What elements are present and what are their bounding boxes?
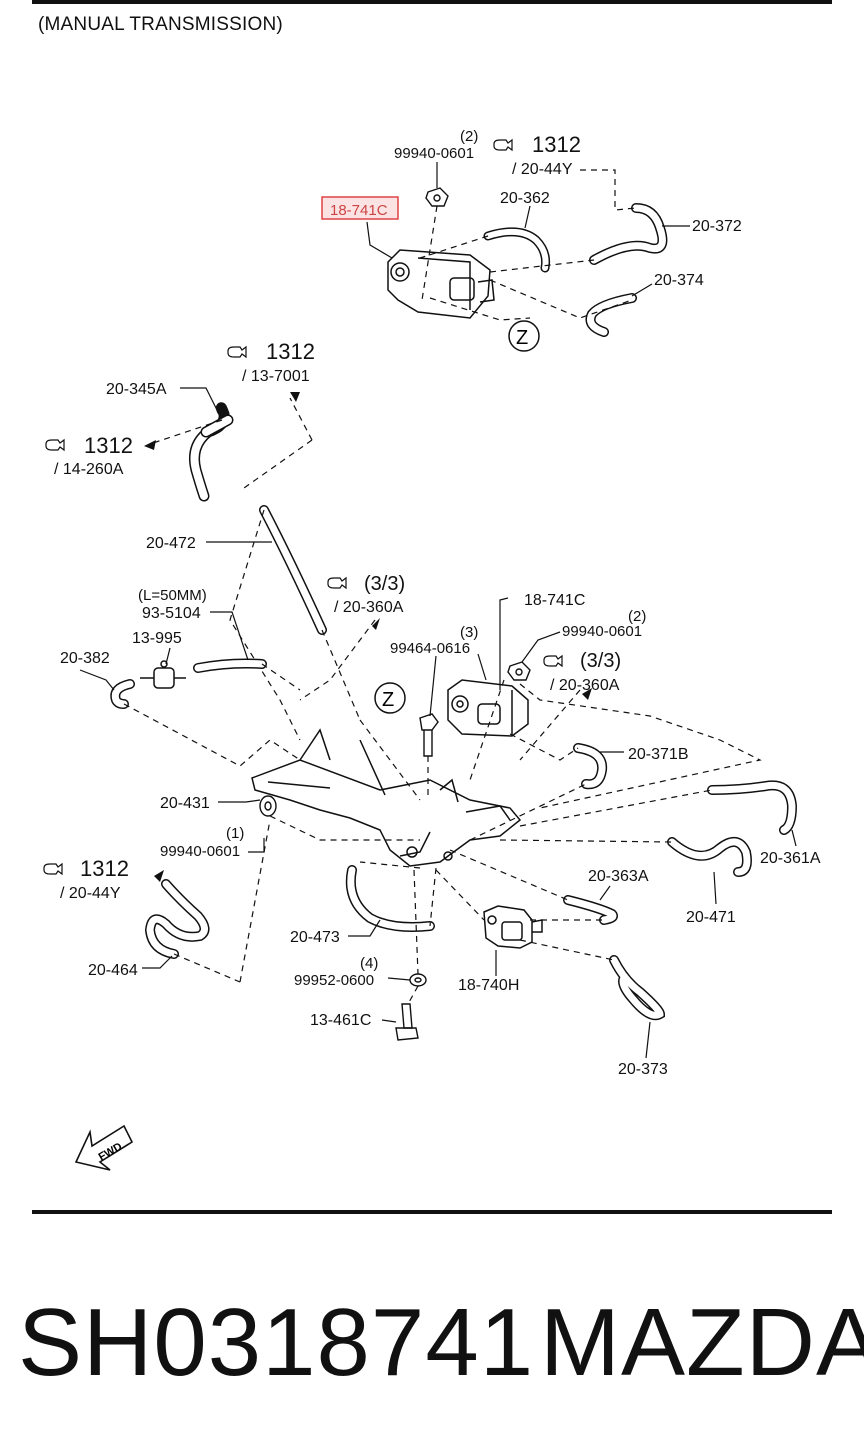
part-label-20-345A[interactable]: 20-345A bbox=[106, 381, 167, 398]
part-label-13-461C[interactable]: 13-461C bbox=[310, 1012, 371, 1029]
part-label-20-464[interactable]: 20-464 bbox=[88, 962, 138, 979]
nut-icon bbox=[425, 187, 449, 207]
part-label-20-373[interactable]: 20-373 bbox=[618, 1061, 668, 1078]
part-label-20-361A[interactable]: 20-361A bbox=[760, 850, 821, 867]
ref-label-1312[interactable]: 1312 bbox=[84, 433, 133, 458]
bracket-20-431[interactable] bbox=[251, 728, 522, 867]
zone-z-label: Z bbox=[516, 327, 528, 349]
part-label-20-471[interactable]: 20-471 bbox=[686, 909, 736, 926]
ref-label-3-3[interactable]: (3/3) bbox=[580, 650, 621, 672]
part-label-20-374[interactable]: 20-374 bbox=[654, 272, 704, 289]
part-label-20-473[interactable]: 20-473 bbox=[290, 929, 340, 946]
qty-label: (2) bbox=[628, 608, 646, 625]
reference-icon bbox=[43, 863, 63, 875]
reference-icon bbox=[327, 577, 347, 589]
qty-label: (1) bbox=[226, 825, 244, 842]
fwd-label: FWD bbox=[97, 1141, 125, 1164]
part-label-20-372[interactable]: 20-372 bbox=[692, 218, 742, 235]
ref-label-1312[interactable]: 1312 bbox=[532, 132, 581, 157]
ref-label-13-7001[interactable]: / 13-7001 bbox=[242, 368, 310, 385]
qty-label: (3) bbox=[460, 624, 478, 641]
part-label-93-5104[interactable]: 93-5104 bbox=[142, 605, 201, 622]
part-label-99940-0601[interactable]: 99940-0601 bbox=[562, 623, 642, 640]
note-length: (L=50MM) bbox=[138, 587, 207, 604]
ref-label-20-360A[interactable]: / 20-360A bbox=[334, 599, 404, 616]
reference-icon bbox=[543, 655, 563, 667]
top-rule bbox=[32, 0, 832, 4]
ref-label-20-44Y[interactable]: / 20-44Y bbox=[60, 885, 121, 902]
fwd-arrow-icon bbox=[74, 1124, 134, 1171]
bottom-rule bbox=[32, 1210, 832, 1214]
hose-20-473[interactable] bbox=[345, 865, 435, 932]
diagram-caption: (MANUAL TRANSMISSION) bbox=[38, 14, 283, 35]
zone-z-label: Z bbox=[382, 689, 394, 711]
ref-label-20-360A[interactable]: / 20-360A bbox=[550, 677, 620, 694]
part-label-18-741C[interactable]: 18-741C bbox=[524, 592, 585, 609]
reference-icon bbox=[493, 139, 513, 151]
part-label-20-472[interactable]: 20-472 bbox=[146, 535, 196, 552]
ref-label-14-260A[interactable]: / 14-260A bbox=[54, 461, 124, 478]
nut-icon bbox=[507, 661, 531, 681]
zone-z-marker bbox=[374, 682, 406, 714]
ref-label-1312[interactable]: 1312 bbox=[266, 339, 315, 364]
solenoid-valve-18-741C[interactable] bbox=[447, 679, 529, 737]
bolt-13-461C-icon bbox=[395, 1003, 419, 1041]
qty-label: (2) bbox=[460, 128, 478, 145]
check-valve-13-995[interactable] bbox=[140, 660, 186, 689]
part-label-99940-0601[interactable]: 99940-0601 bbox=[394, 145, 474, 162]
part-label-99952-0600[interactable]: 99952-0600 bbox=[294, 972, 374, 989]
solenoid-valve-18-740H[interactable] bbox=[483, 905, 543, 949]
ref-label-1312[interactable]: 1312 bbox=[80, 856, 129, 881]
part-label-20-363A[interactable]: 20-363A bbox=[588, 868, 649, 885]
washer-icon bbox=[409, 973, 427, 987]
part-label-20-371B[interactable]: 20-371B bbox=[628, 746, 689, 763]
brand-name: MAZDA bbox=[540, 1289, 864, 1396]
zone-z-marker bbox=[508, 320, 540, 352]
part-label-20-431[interactable]: 20-431 bbox=[160, 795, 210, 812]
top-solenoid-valve[interactable] bbox=[387, 249, 495, 319]
part-label-13-995[interactable]: 13-995 bbox=[132, 630, 182, 647]
highlight-box bbox=[321, 196, 399, 220]
part-label-99464-0616[interactable]: 99464-0616 bbox=[390, 640, 470, 657]
part-label-18-740H[interactable]: 18-740H bbox=[458, 977, 519, 994]
part-label-99940-0601[interactable]: 99940-0601 bbox=[160, 843, 240, 860]
highlight-label[interactable]: 18-741C bbox=[330, 202, 388, 219]
ref-label-20-44Y[interactable]: / 20-44Y bbox=[512, 161, 573, 178]
qty-label: (4) bbox=[360, 955, 378, 972]
part-label-20-382[interactable]: 20-382 bbox=[60, 650, 110, 667]
reference-icon bbox=[45, 439, 65, 451]
part-number: SH0318741 bbox=[18, 1289, 535, 1396]
ref-label-3-3[interactable]: (3/3) bbox=[364, 573, 405, 595]
washer-icon bbox=[259, 795, 277, 817]
reference-icon bbox=[227, 346, 247, 358]
bolt-99464-icon bbox=[419, 713, 439, 757]
part-label-20-362[interactable]: 20-362 bbox=[500, 190, 550, 207]
